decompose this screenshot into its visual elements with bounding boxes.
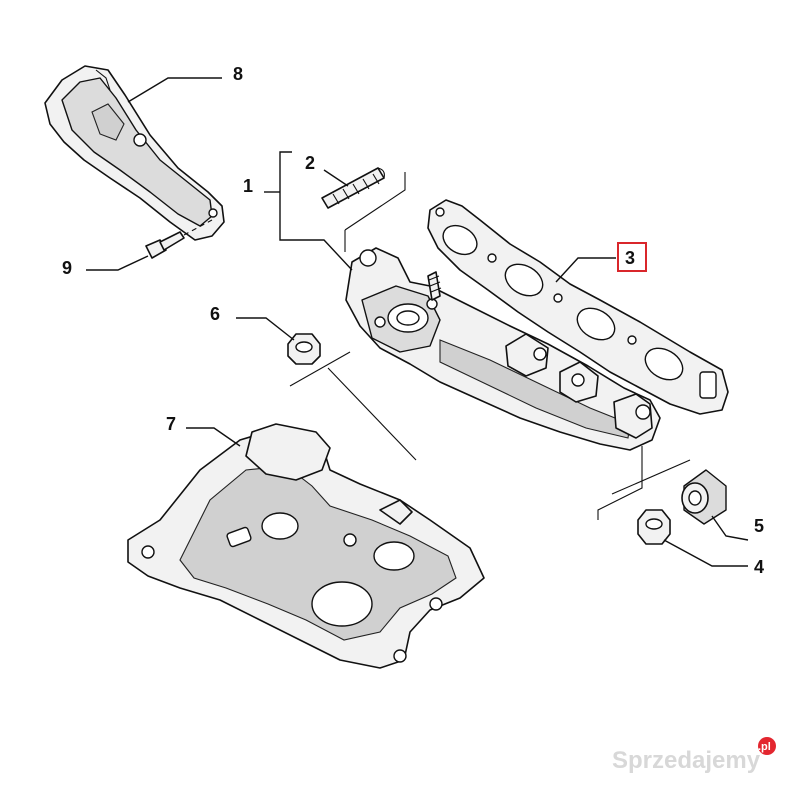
part-6-nut	[287, 333, 321, 365]
callout-1: 1	[243, 176, 253, 196]
leader-lines	[86, 77, 749, 567]
callout-5: 5	[754, 516, 764, 536]
watermark-suffix: .pl	[758, 741, 771, 753]
part-8-heat-shield-bracket	[44, 65, 225, 241]
callout-4: 4	[754, 557, 764, 577]
part-3-manifold-gasket	[427, 199, 729, 415]
callout-8: 8	[233, 64, 243, 84]
part-2-stud	[321, 167, 385, 209]
assembly-axes	[289, 172, 691, 520]
part-9-bolt	[145, 219, 213, 259]
part-5-spacer	[681, 469, 727, 525]
callout-9: 9	[62, 258, 72, 278]
callout-3-highlight-box	[617, 242, 647, 272]
callouts: 8 9 2 1 3 6 7 5 4	[62, 64, 764, 577]
callout-7: 7	[166, 414, 176, 434]
watermark-badge-icon	[758, 737, 776, 755]
callout-2: 2	[305, 153, 315, 173]
part-4-nut	[637, 509, 671, 545]
watermark: Sprzedajemy .pl	[612, 737, 776, 774]
part-1-exhaust-manifold	[345, 247, 661, 451]
callout-3: 3	[625, 248, 635, 268]
callout-6: 6	[210, 304, 220, 324]
part-7-lower-heat-shield	[127, 423, 485, 669]
watermark-name: Sprzedajemy	[612, 747, 761, 774]
